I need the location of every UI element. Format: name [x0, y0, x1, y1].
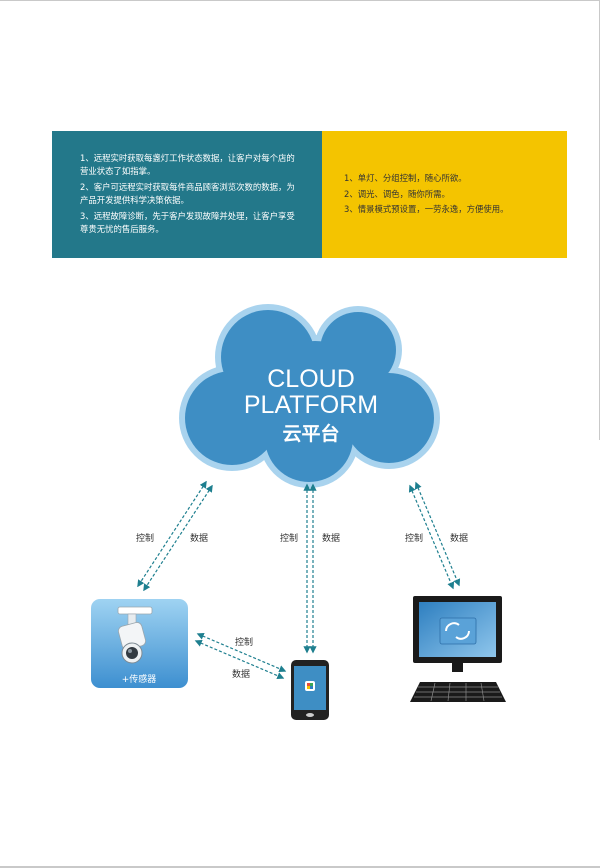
monitor-stand — [452, 663, 463, 672]
feature-item: 3、情景模式预设置，一劳永逸，方便使用。 — [344, 204, 509, 214]
feature-item: 1、远程实时获取每盏灯工作状态数据，让客户对每个店的营业状态了如指掌。 — [80, 153, 295, 176]
cloud-title-line2: PLATFORM — [244, 391, 378, 419]
cloud-subtitle: 云平台 — [282, 422, 339, 445]
desktop-computer-device — [410, 596, 506, 702]
home-button — [306, 713, 314, 717]
feature-item: 2、客户可远程实时获取每件商品顾客浏览次数的数据，为产品开发提供科学决策依据。 — [80, 182, 295, 205]
label-data: 数据 — [190, 532, 208, 544]
label-control: 控制 — [235, 636, 253, 648]
sync-folder-icon — [439, 617, 477, 645]
spotlight-sensor-device: +传感器 — [91, 599, 188, 688]
label-data: 数据 — [322, 532, 340, 544]
label-control: 控制 — [136, 532, 154, 544]
page-bottom-border — [0, 866, 600, 868]
keyboard-keys — [414, 682, 502, 702]
feature-item: 3、远程故障诊断，先于客户发现故障并处理，让客户享受尊贵无忧的售后服务。 — [80, 211, 295, 234]
features-panel-teal: 1、远程实时获取每盏灯工作状态数据，让客户对每个店的营业状态了如指掌。 2、客户… — [52, 131, 322, 258]
cloud-title-line1: CLOUD — [267, 365, 355, 393]
control-feature-list: 1、单灯、分组控制，随心所欲。 2、调光、调色，随你所需。 3、情景模式预设置，… — [344, 172, 559, 219]
mobile-phone-device — [291, 660, 329, 720]
cloud-platform: CLOUD PLATFORM 云平台 — [179, 304, 440, 488]
label-data: 数据 — [450, 532, 468, 544]
arrow-cloud-pc-b — [414, 481, 461, 587]
label-control: 控制 — [405, 532, 423, 544]
sensor-label: +传感器 — [122, 673, 157, 685]
connection-arrows — [137, 480, 461, 680]
label-data: 数据 — [232, 668, 250, 680]
label-control: 控制 — [280, 532, 298, 544]
monitoring-feature-list: 1、远程实时获取每盏灯工作状态数据，让客户对每个店的营业状态了如指掌。 2、客户… — [80, 152, 302, 239]
spotlight-icon — [117, 606, 153, 664]
cloud-body — [185, 310, 434, 482]
feature-item: 1、单灯、分组控制，随心所欲。 — [344, 173, 467, 183]
arrow-sensor-phone-b — [194, 639, 285, 680]
arrow-cloud-sensor-b — [143, 484, 213, 592]
page-top-border — [0, 0, 600, 1]
feature-item: 2、调光、调色，随你所需。 — [344, 188, 450, 199]
features-panel-yellow: 1、单灯、分组控制，随心所欲。 2、调光、调色，随你所需。 3、情景模式预设置，… — [322, 131, 567, 258]
